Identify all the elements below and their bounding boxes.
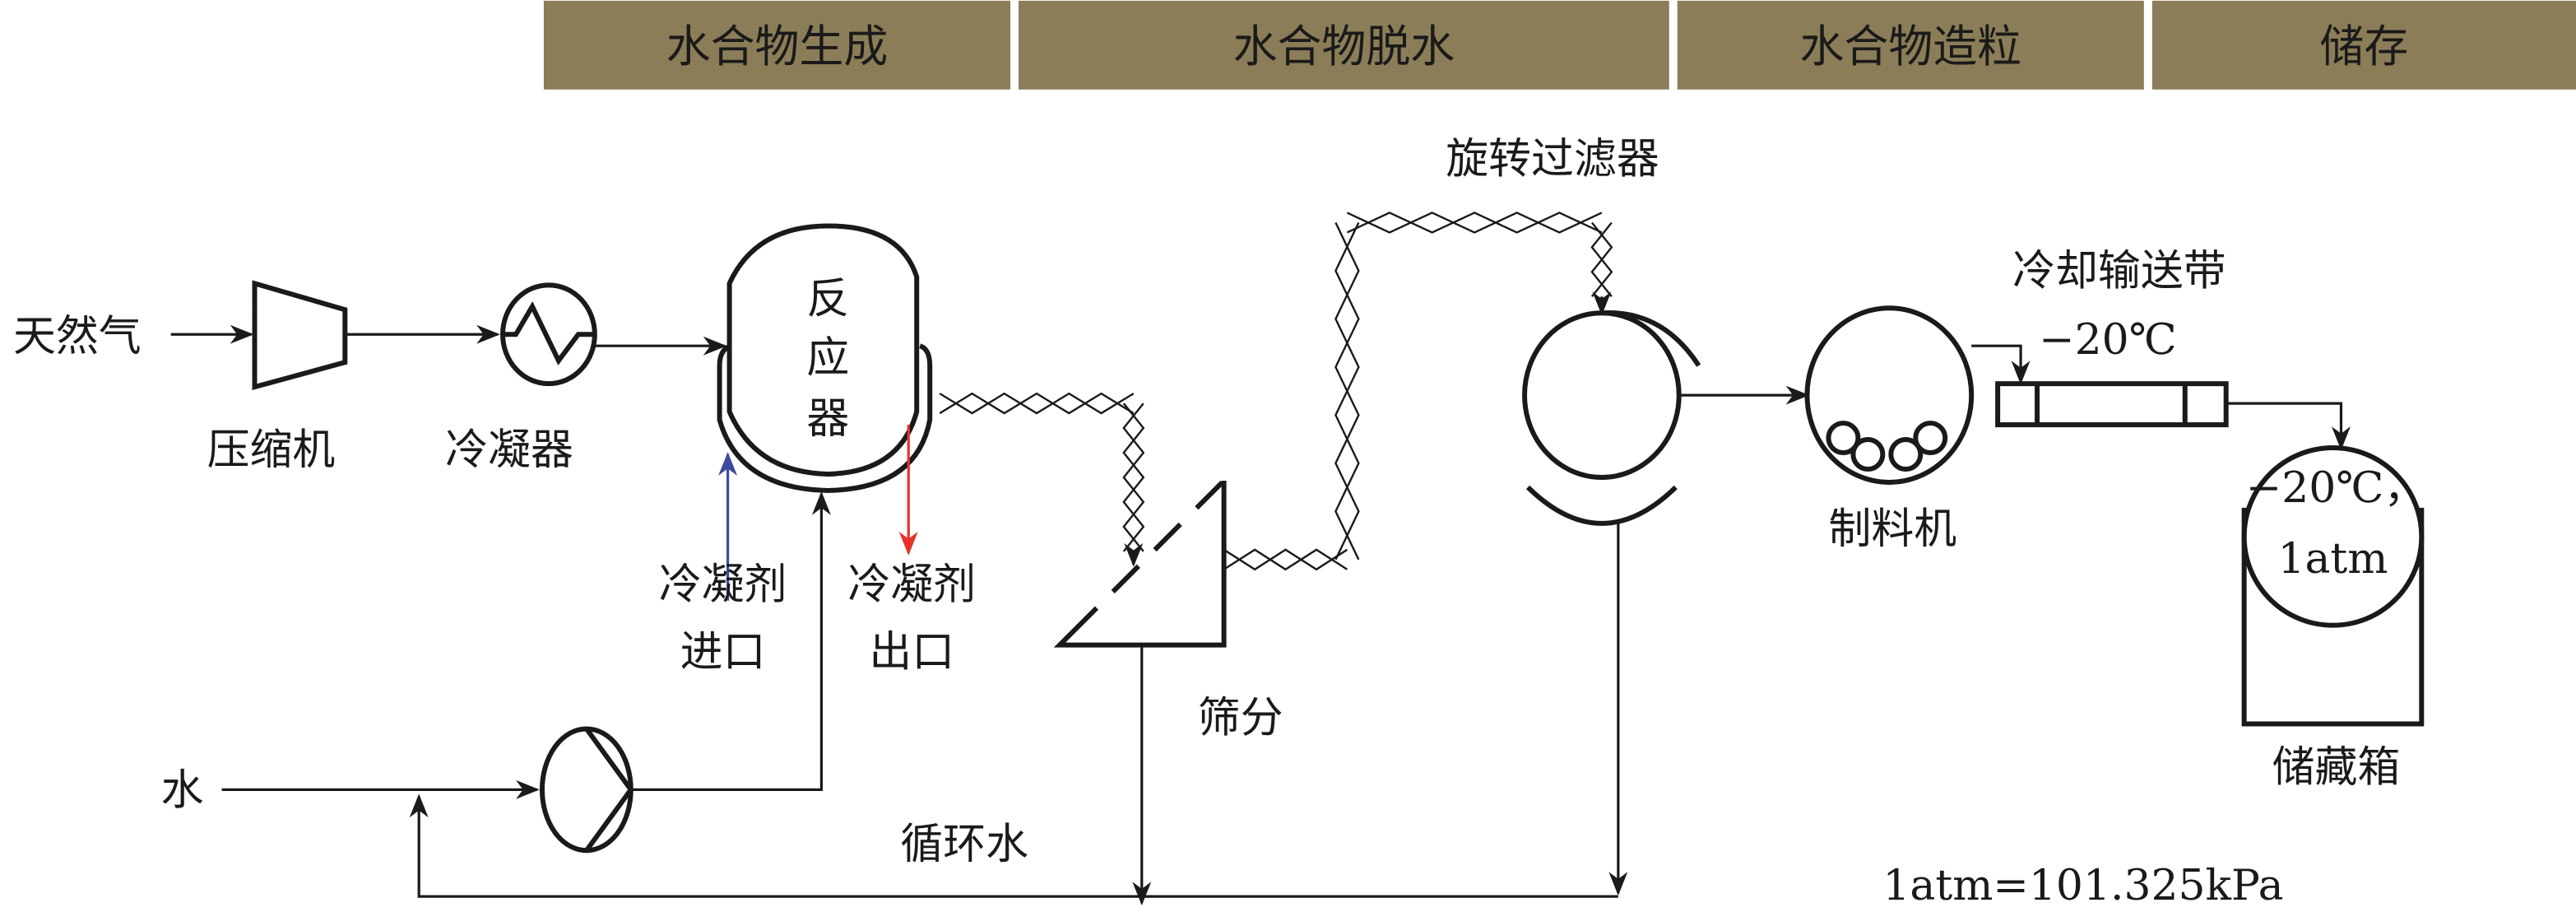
sieve-mesh-icon bbox=[1069, 478, 1226, 635]
pump-impeller-icon bbox=[584, 727, 634, 853]
pelletizer-label: 制料机 bbox=[1828, 505, 1956, 554]
slurry-pipe-segment bbox=[1223, 548, 1348, 571]
condenser-coil-icon bbox=[503, 300, 595, 365]
coolant-inlet-label: 冷凝剂 bbox=[659, 561, 787, 610]
stage-label: 水合物脱水 bbox=[1233, 21, 1455, 72]
coolant-outlet-label: 出口 bbox=[869, 628, 954, 677]
stage-label: 水合物造粒 bbox=[1800, 21, 2022, 72]
rotary-filter-trough-icon bbox=[1525, 485, 1678, 526]
reactor-label: 反 bbox=[806, 274, 849, 323]
cooling-conveyor-label: 冷却输送带 bbox=[2012, 246, 2226, 295]
recycle-water-label: 循环水 bbox=[900, 820, 1028, 869]
slurry-pipe-segment bbox=[1346, 212, 1603, 234]
slurry-pipe-segment bbox=[1590, 221, 1613, 298]
recycle-water-line bbox=[409, 793, 1618, 898]
rotary-filter-label: 旋转过滤器 bbox=[1446, 135, 1659, 184]
stage-bar-generation bbox=[543, 0, 1011, 90]
pellets-icon bbox=[1826, 421, 1948, 472]
screening-label: 筛分 bbox=[1198, 693, 1283, 742]
pump-icon bbox=[539, 726, 634, 854]
stage-label: 储存 bbox=[2320, 21, 2409, 72]
natural-gas-label: 天然气 bbox=[13, 312, 142, 361]
rotary-filter-scraper-icon bbox=[1601, 310, 1701, 367]
condenser-label: 冷凝器 bbox=[445, 426, 573, 475]
storage-condition: −20℃， bbox=[2246, 463, 2427, 513]
stage-bar-pelletizing bbox=[1677, 0, 2144, 90]
pelletizer-icon bbox=[1804, 305, 1975, 485]
slurry-pipe-segment bbox=[1122, 402, 1145, 552]
coolant-outlet-label: 冷凝剂 bbox=[847, 561, 976, 610]
cooling-conveyor-icon bbox=[1995, 381, 2229, 428]
slurry-pipes bbox=[939, 212, 1613, 571]
pump-outlet-line bbox=[630, 491, 831, 791]
stage-label: 水合物生成 bbox=[666, 21, 889, 72]
stage-bar-dewatering bbox=[1019, 0, 1669, 90]
sieve-icon bbox=[1053, 480, 1227, 648]
water-label: 水 bbox=[161, 765, 204, 815]
reactor-label: 器 bbox=[806, 394, 849, 444]
reactor-label: 应 bbox=[806, 333, 849, 383]
pelletizer-outlet-line bbox=[1971, 344, 2031, 385]
conveyor-outlet-line bbox=[2226, 402, 2351, 450]
slurry-pipe-segment bbox=[939, 392, 1135, 415]
pressure-note: 1atm=101.325kPa bbox=[1882, 861, 2283, 910]
storage-tank-dome-icon bbox=[2241, 445, 2425, 628]
stage-header: 水合物生成 水合物脱水 水合物造粒 储存 bbox=[543, 0, 2576, 90]
slurry-pipe-segment bbox=[1334, 221, 1360, 561]
conveyor-temperature: −20℃ bbox=[2039, 315, 2177, 365]
slurry-pipe-segment bbox=[1122, 402, 1145, 552]
slurry-pipe-segment bbox=[939, 392, 1135, 415]
compressor-label: 压缩机 bbox=[207, 426, 336, 475]
slurry-pipe-segment bbox=[1346, 212, 1603, 234]
rotary-filter-drum-icon bbox=[1522, 310, 1682, 480]
storage-tank-label: 储藏箱 bbox=[2272, 742, 2401, 792]
slurry-pipe-segment bbox=[1223, 548, 1348, 571]
stage-bar-storage bbox=[2151, 0, 2576, 90]
reactor-vessel-icon bbox=[726, 223, 920, 477]
coolant-inlet-label: 进口 bbox=[680, 628, 766, 677]
compressor-icon bbox=[252, 280, 348, 391]
storage-condition: 1atm bbox=[2277, 534, 2388, 584]
